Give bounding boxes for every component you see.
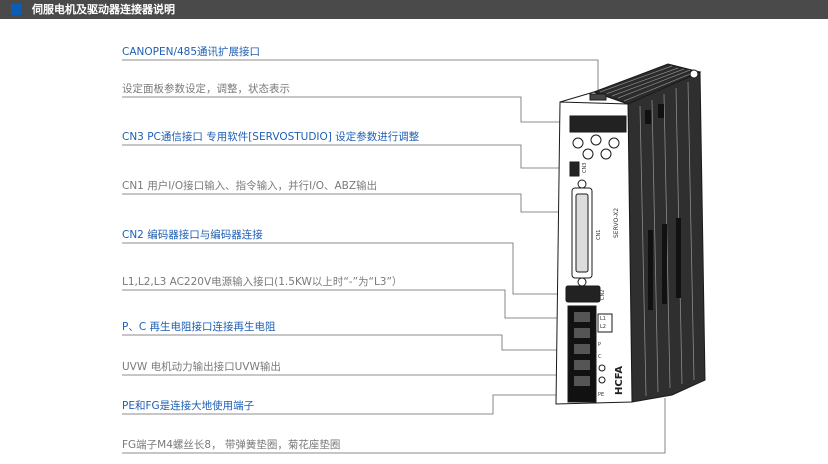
pe-mark: PE	[598, 392, 604, 398]
model-name: SERVO-X2	[613, 208, 620, 238]
label-cn2: CN2 编码器接口与编码器连接	[122, 229, 263, 241]
cn3-port	[569, 161, 580, 177]
label-uvw: UVW 电机动力输出接口UVW输出	[122, 361, 281, 373]
canopen-port	[589, 93, 607, 101]
brand-logo: HCFA	[614, 366, 625, 395]
leader-line-canopen	[122, 59, 599, 93]
label-cn3: CN3 PC通信接口 专用软件[SERVOSTUDIO] 设定参数进行调整	[122, 131, 420, 143]
connector-marks: CN3 CN1 CN2 L1 L2 P C PE	[582, 163, 606, 398]
leader-line-fg	[122, 398, 666, 454]
leader-line-regen	[122, 334, 568, 351]
label-canopen: CANOPEN/485通讯扩展接口	[122, 46, 261, 58]
label-pe-fg: PE和FG是连接大地使用端子	[122, 400, 255, 412]
header-accent	[11, 4, 21, 15]
cn1-mark: CN1	[596, 230, 602, 240]
section-header: 伺服电机及驱动器连接器说明	[0, 0, 828, 19]
leader-lines	[122, 59, 666, 454]
cn3-mark: CN3	[582, 163, 588, 173]
leader-line-cn1	[122, 193, 565, 213]
panel-buttons	[572, 134, 620, 160]
l1-mark: L1	[600, 316, 606, 322]
display-window	[569, 115, 627, 133]
leader-line-pe	[122, 394, 567, 415]
mounting-hole	[689, 69, 699, 79]
c-mark: C	[598, 354, 602, 360]
label-regen: P、C 再生电阻接口连接再生电阻	[122, 321, 276, 333]
leader-line-panel	[122, 96, 592, 123]
label-cn1: CN1 用户I/O接口输入、指令输入，并行I/O、ABZ输出	[122, 180, 378, 192]
l2-mark: L2	[600, 324, 606, 330]
leader-line-cn3	[122, 144, 570, 169]
cn2-mark: CN2	[600, 290, 606, 300]
cn2-port	[565, 285, 601, 303]
label-power: L1,L2,L3 AC220V电源输入接口(1.5KW以上时“-”为“L3”）	[122, 276, 403, 288]
label-fg-screw: FG端子M4螺丝长8， 带弹簧垫圈，菊花座垫圈	[122, 439, 341, 451]
leader-line-power	[122, 289, 568, 319]
leader-line-cn2	[122, 242, 572, 295]
servo-drive	[555, 63, 706, 405]
label-panel: 设定面板参数设定，调整，状态表示	[122, 83, 290, 95]
header-title: 伺服电机及驱动器连接器说明	[32, 3, 175, 16]
p-mark: P	[598, 342, 601, 348]
